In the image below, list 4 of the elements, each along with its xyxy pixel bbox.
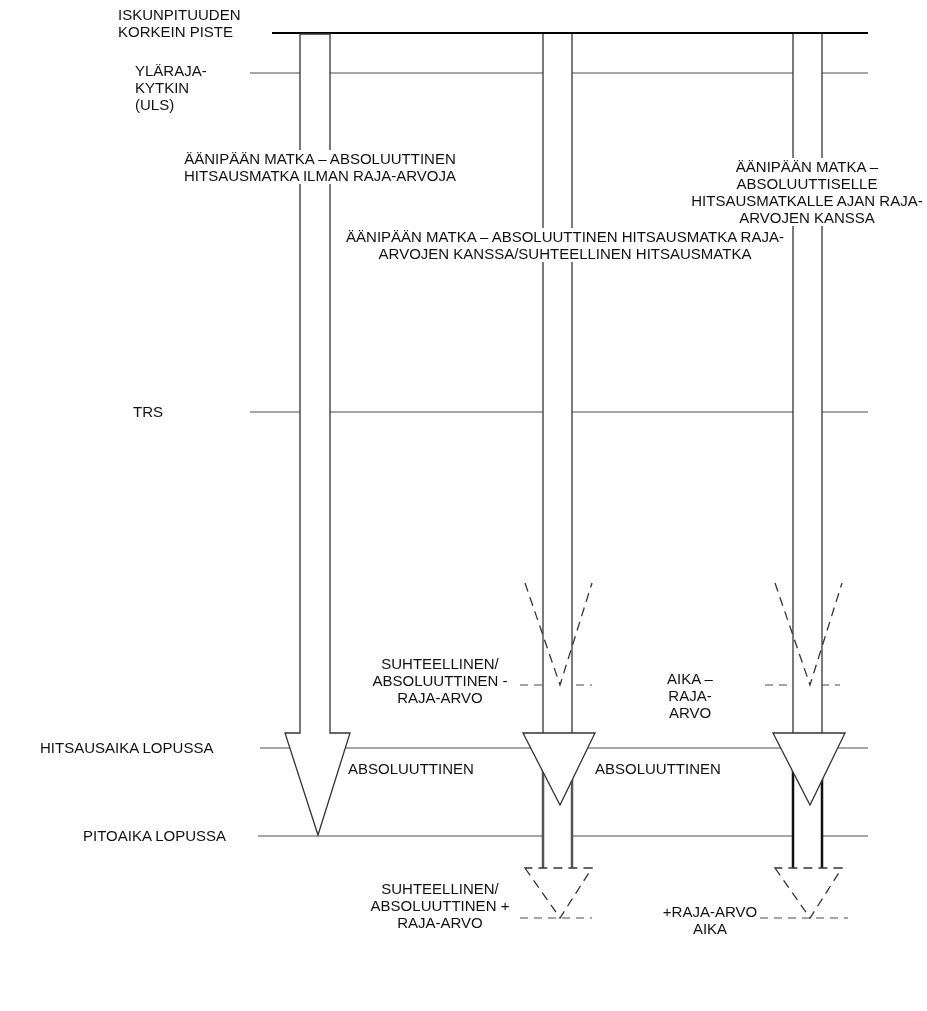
- level-label: YLÄRAJA- KYTKIN (ULS): [135, 62, 210, 113]
- arrow-caption: ÄÄNIPÄÄN MATKA – ABSOLUUTTINEN HITSAUSMATKA RAJA-ARVOJEN KANSSA/SUHTEELLINEN HITSAUSMATKA: [345, 228, 785, 262]
- limit-label: SUHTEELLINEN/ ABSOLUUTTINEN + RAJA-ARVO: [370, 880, 510, 931]
- limit-label: SUHTEELLINEN/ ABSOLUUTTINEN - RAJA-ARVO: [370, 655, 510, 706]
